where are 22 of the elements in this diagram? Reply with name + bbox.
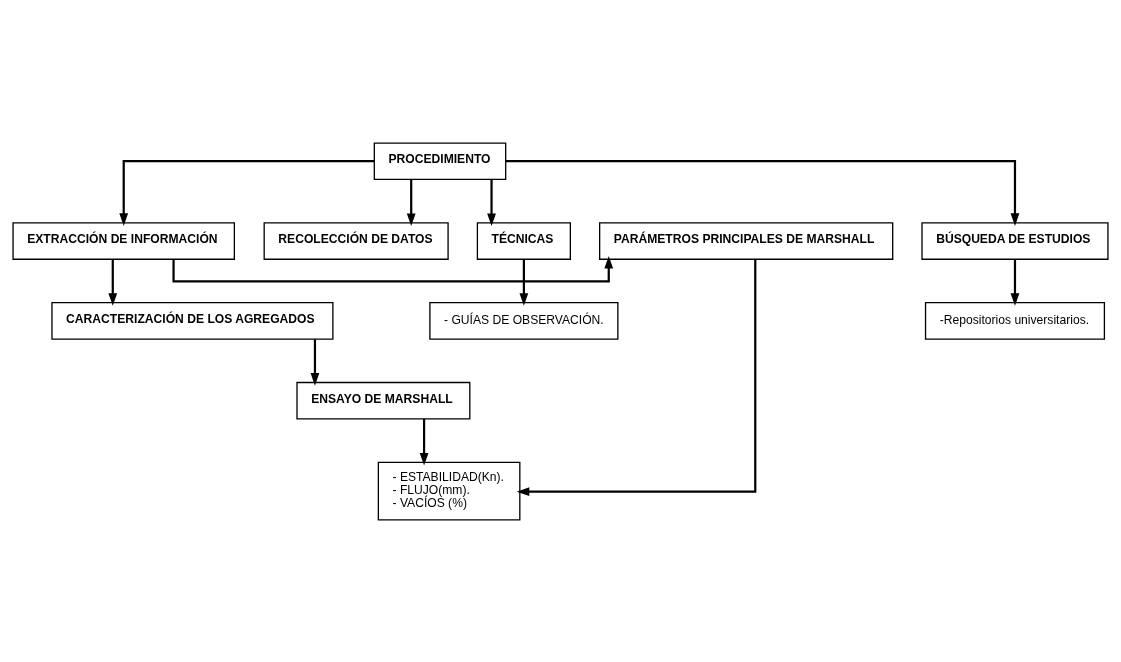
arrow [119,159,375,226]
arrow [406,179,416,226]
arrow [108,259,118,306]
arrow [172,255,614,283]
node-box: RECOLECCIÓN DE DATOS [263,221,449,260]
node-box: ENSAYO DE MARSHALL [296,381,471,420]
node-box: - ESTABILIDAD(Kn). - FLUJO(mm). - VACÍOS (%) [377,461,521,521]
node-box: PARÁMETROS PRINCIPALES DE MARSHALL [599,221,894,260]
arrow [516,259,757,496]
node-box: CARACTERIZACIÓN DE LOS AGREGADOS [51,301,334,340]
node-box: - GUÍAS DE OBSERVACIÓN. [429,301,619,340]
arrow [310,338,320,386]
arrow [419,418,429,466]
arrow [505,159,1020,226]
node-box: TÉCNICAS [476,221,571,260]
node-box: EXTRACCIÓN DE INFORMACIÓN [12,221,235,260]
node-box: -Repositorios universitarios. [924,301,1106,340]
arrow [487,179,496,226]
arrow [519,259,529,306]
node-box: BÚSQUEDA DE ESTUDIOS [921,221,1109,260]
node-box: PROCEDIMIENTO [373,141,507,180]
arrow [1010,259,1020,306]
